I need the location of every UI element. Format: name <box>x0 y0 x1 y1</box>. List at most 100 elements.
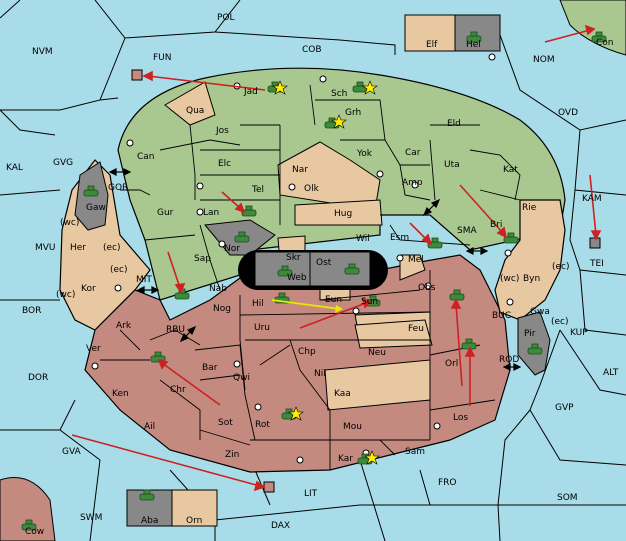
label-gvp: GVP <box>555 403 574 413</box>
label-car: Car <box>405 148 421 158</box>
label-nil: Nil <box>314 369 326 379</box>
supply-center <box>352 307 360 315</box>
label-coast-ec: (ec) <box>552 262 570 272</box>
army-unit[interactable] <box>234 231 250 243</box>
supply-center <box>196 208 204 216</box>
label-kup: KUP <box>570 328 588 338</box>
order-arrow <box>544 29 591 43</box>
support-arrow <box>271 299 341 310</box>
label-nom: NOM <box>533 55 555 65</box>
label-ost: Ost <box>316 258 332 268</box>
units <box>21 31 607 531</box>
supply-center <box>91 362 99 370</box>
label-sun: Sun <box>361 297 378 307</box>
region-pir[interactable] <box>517 311 551 376</box>
label-bor: BOR <box>22 306 41 316</box>
label-jad: Jad <box>243 87 258 97</box>
army-unit[interactable] <box>591 31 607 43</box>
supply-center <box>288 183 296 191</box>
label-olk: Olk <box>304 184 320 194</box>
supply-center <box>296 456 304 464</box>
army-unit[interactable] <box>241 205 257 217</box>
army-unit[interactable] <box>344 263 360 275</box>
label-orn: Orn <box>186 516 202 526</box>
army-unit[interactable] <box>277 265 293 277</box>
label-grh: Grh <box>345 108 361 118</box>
region-qua[interactable] <box>164 81 216 126</box>
label-gwa: Gwa <box>530 307 550 317</box>
label-feu: Feu <box>408 324 424 334</box>
region-elf[interactable] <box>404 14 456 52</box>
label-tel: Tel <box>251 185 264 195</box>
supply-center <box>488 53 496 61</box>
label-nab: Nab <box>209 284 227 294</box>
label-chp: Chp <box>298 347 316 357</box>
army-unit[interactable] <box>466 31 482 43</box>
channels <box>108 168 522 371</box>
order-arrow <box>455 303 463 387</box>
fun-marker <box>131 69 143 81</box>
supply-center <box>411 181 419 189</box>
label-gur: Gur <box>157 208 174 218</box>
label-yok: Yok <box>356 149 373 159</box>
army-unit[interactable] <box>139 489 155 501</box>
label-alt: ALT <box>603 368 619 378</box>
label-rod: ROD <box>499 355 519 365</box>
order-arrow <box>299 302 367 329</box>
label-coast-ec: (ec) <box>110 265 128 275</box>
tan-provinces <box>164 81 433 411</box>
label-los: Los <box>453 413 468 423</box>
label-rot: Rot <box>255 420 270 430</box>
region-ost[interactable] <box>309 251 371 287</box>
label-skr: Skr <box>286 253 301 263</box>
label-mit: MIT <box>136 275 152 285</box>
label-coast-wc: (wc) <box>56 290 75 300</box>
supply-centers <box>91 53 514 464</box>
label-sot: Sot <box>218 418 233 428</box>
region-cow[interactable] <box>0 477 56 541</box>
label-gva: GVA <box>62 447 82 457</box>
label-swm: SWM <box>80 513 102 523</box>
army-unit[interactable] <box>503 232 519 244</box>
army-unit[interactable] <box>461 338 477 350</box>
army-unit[interactable] <box>449 289 465 301</box>
label-nor: Nor <box>224 244 240 254</box>
star-icon <box>364 450 380 465</box>
region-hel[interactable] <box>454 14 501 52</box>
army-unit[interactable] <box>427 237 443 249</box>
order-arrow <box>167 251 181 289</box>
region-hug[interactable] <box>294 199 383 226</box>
label-mou: Mou <box>343 422 362 432</box>
label-coast-ec: (ec) <box>103 243 121 253</box>
province-borders-south <box>100 270 496 470</box>
supply-center <box>319 75 327 83</box>
label-aba: Aba <box>141 516 158 526</box>
label-ovd: OVD <box>558 108 578 118</box>
label-pir: Pir <box>524 329 536 339</box>
supply-center <box>126 139 134 147</box>
army-unit[interactable] <box>527 343 543 355</box>
supply-center <box>424 282 432 290</box>
army-unit[interactable] <box>21 519 37 531</box>
supply-center <box>114 284 122 292</box>
label-sma: SMA <box>457 226 477 236</box>
army-unit[interactable] <box>83 185 99 197</box>
label-bar: Bar <box>202 363 218 373</box>
supply-center <box>218 240 226 248</box>
label-con: Con <box>596 38 614 48</box>
order-arrow <box>71 434 261 487</box>
star-icon <box>272 80 288 95</box>
region-orn[interactable] <box>171 489 218 527</box>
label-nog: Nog <box>213 304 231 314</box>
region-web[interactable] <box>254 251 311 287</box>
label-lan: Lan <box>203 208 219 218</box>
label-fro: FRO <box>438 478 457 488</box>
label-qua: Qua <box>186 106 204 116</box>
label-rie: Rie <box>522 203 537 213</box>
label-mel: Mel <box>408 255 424 265</box>
supply-center <box>254 403 262 411</box>
label-her: Her <box>70 243 86 253</box>
label-chr: Chr <box>170 385 186 395</box>
supply-center <box>196 182 204 190</box>
label-qwi: Qwi <box>233 373 250 383</box>
